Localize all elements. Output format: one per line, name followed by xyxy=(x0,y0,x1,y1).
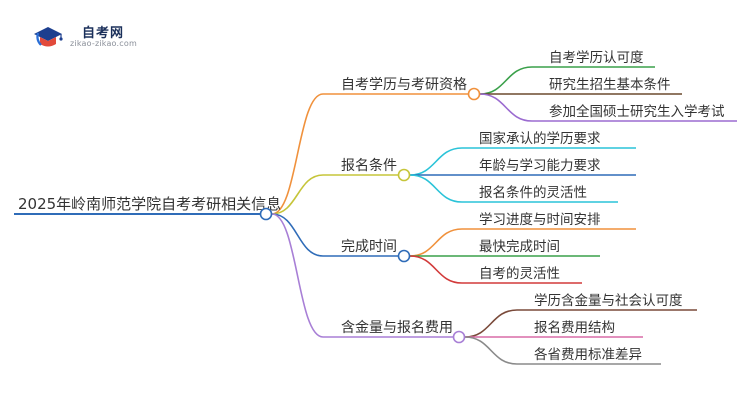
branch-collapse-toggle[interactable] xyxy=(397,249,411,263)
leaf-connector xyxy=(479,93,533,122)
leaf-label: 学习进度与时间安排 xyxy=(479,212,601,228)
root-label: 2025年岭南师范学院自考考研相关信息 xyxy=(18,195,281,213)
branch-connector xyxy=(271,174,324,215)
leaf-connector xyxy=(464,336,518,365)
leaf-label: 自考学历认可度 xyxy=(549,50,644,66)
branch-connector xyxy=(271,213,324,338)
branch-label: 含金量与报名费用 xyxy=(341,320,453,336)
leaf-label: 自考的灵活性 xyxy=(479,266,560,282)
logo-url: zikao-zikao.com xyxy=(70,39,137,48)
branch-connector xyxy=(271,213,324,257)
leaf-connector xyxy=(464,309,518,338)
branch-connector xyxy=(271,93,324,215)
leaf-connector xyxy=(409,255,463,284)
leaf-connector xyxy=(409,147,463,176)
leaf-label: 参加全国硕士研究生入学考试 xyxy=(549,103,725,120)
graduation-cap-icon xyxy=(34,27,63,47)
leaf-label: 学历含金量与社会认可度 xyxy=(534,293,683,309)
site-logo[interactable]: 自考网 zikao-zikao.com xyxy=(30,18,150,52)
branch-collapse-toggle[interactable] xyxy=(467,87,481,101)
leaf-connector xyxy=(409,174,463,203)
leaf-label: 研究生招生基本条件 xyxy=(549,76,671,93)
leaf-label: 报名条件的灵活性 xyxy=(479,184,587,201)
leaf-connector xyxy=(479,66,533,95)
branch-label: 自考学历与考研资格 xyxy=(341,77,467,93)
leaf-label: 最快完成时间 xyxy=(479,239,560,255)
branch-collapse-toggle[interactable] xyxy=(397,168,411,182)
root-collapse-toggle[interactable] xyxy=(259,207,273,221)
logo-name: 自考网 xyxy=(82,26,125,41)
branch-label: 完成时间 xyxy=(341,239,397,255)
leaf-label: 国家承认的学历要求 xyxy=(479,130,601,147)
leaf-label: 年龄与学习能力要求 xyxy=(479,158,601,174)
leaf-label: 报名费用结构 xyxy=(534,320,615,336)
branch-label: 报名条件 xyxy=(341,157,397,174)
leaf-connector xyxy=(409,228,463,257)
leaf-label: 各省费用标准差异 xyxy=(534,347,642,363)
branch-collapse-toggle[interactable] xyxy=(452,330,466,344)
